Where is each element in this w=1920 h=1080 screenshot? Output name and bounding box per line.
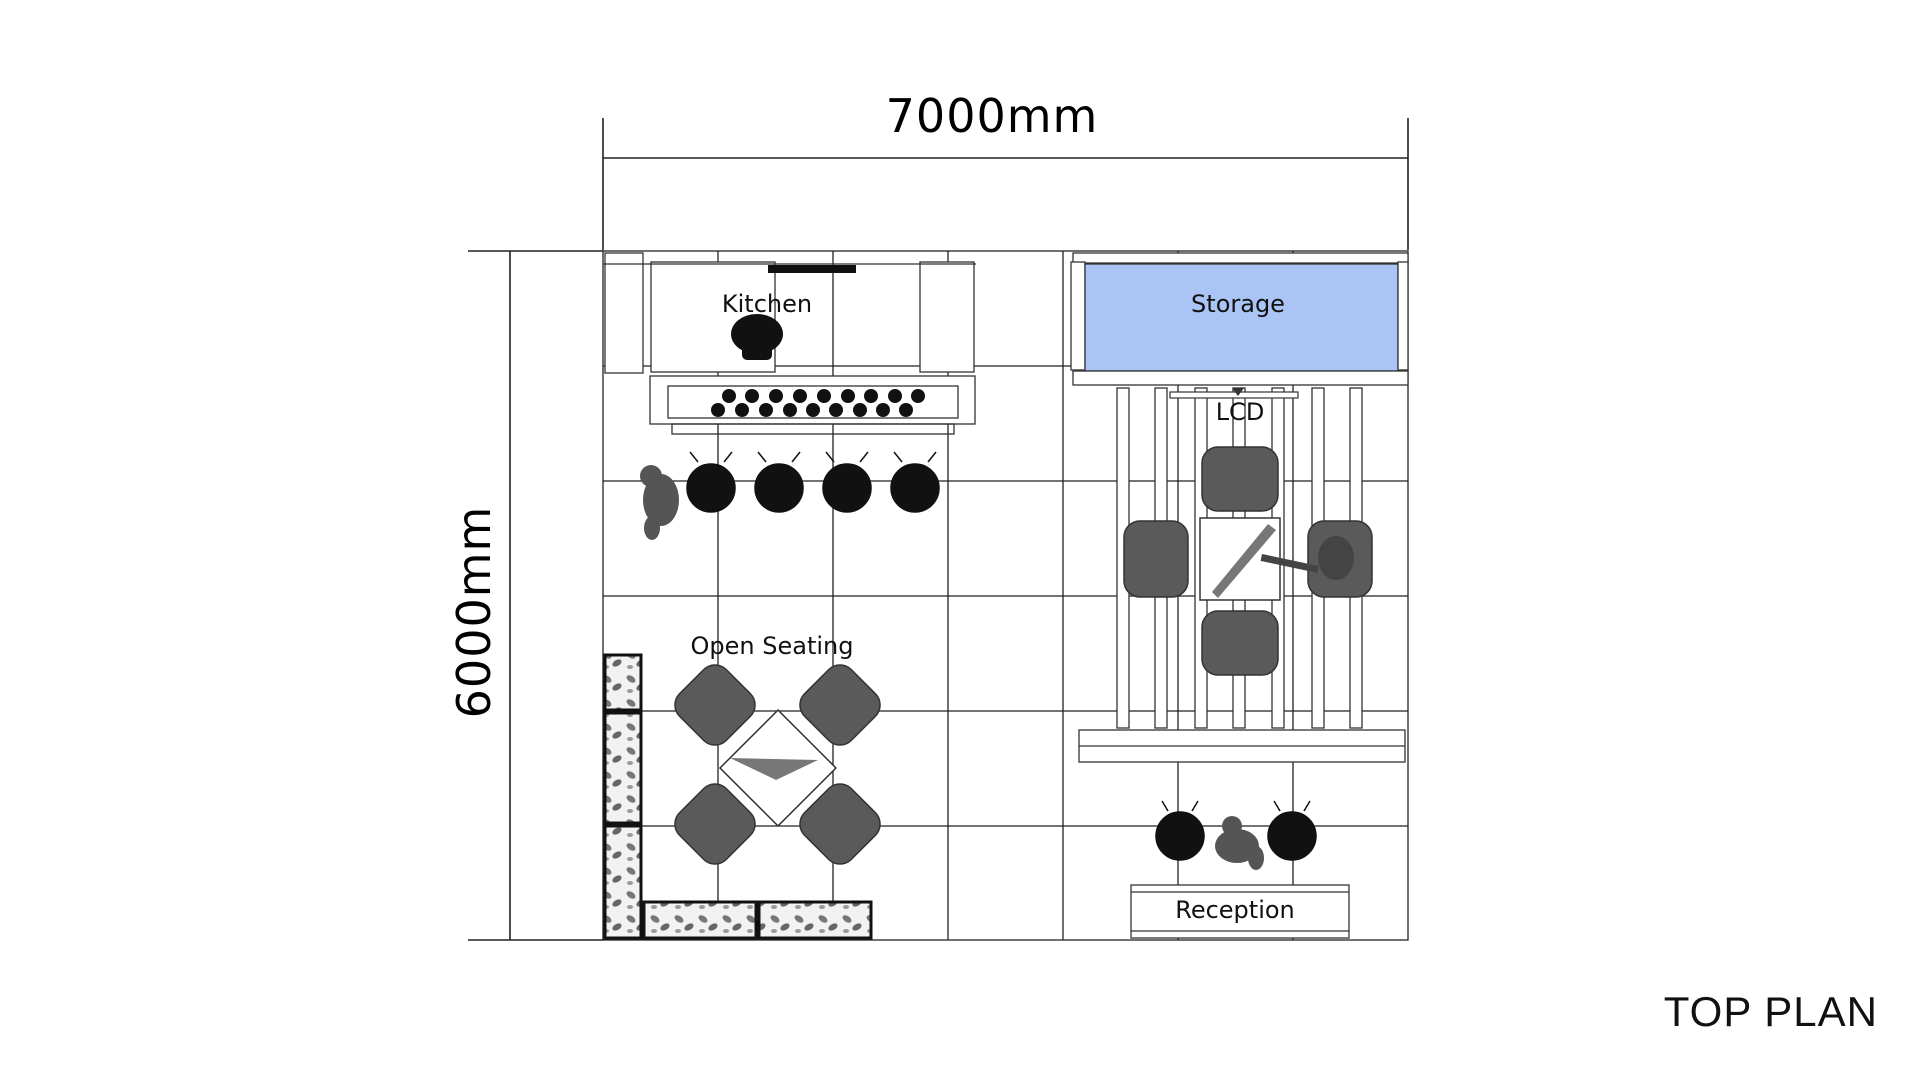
meeting-table: [1199, 517, 1281, 601]
width-dimension: [602, 118, 1409, 250]
width-dimension-label: 7000mm: [886, 89, 1099, 143]
lcd-label: LCD: [1216, 398, 1265, 426]
reception-label: Reception: [1175, 896, 1295, 924]
open-seating-table: [718, 708, 838, 828]
kitchen-appliance: [731, 314, 783, 360]
height-dimension-label: 6000mm: [447, 506, 501, 719]
bar-stools-row: [711, 389, 925, 417]
kitchen-label: Kitchen: [722, 290, 812, 318]
storage-label: Storage: [1191, 290, 1285, 318]
reception-stools: [1155, 800, 1317, 861]
open-seating-chairs: [674, 664, 881, 865]
meeting-chairs: [1123, 446, 1373, 676]
reception-desk: [1130, 884, 1350, 939]
reception-person: [1215, 816, 1264, 870]
planter-boxes: [603, 653, 873, 940]
counter-stools: [686, 451, 940, 513]
storage-room: [1070, 252, 1409, 386]
seated-person: [1260, 536, 1354, 580]
open-seating-label: Open Seating: [691, 632, 854, 660]
lcd-screen: [1169, 388, 1299, 399]
sheet-title: TOP PLAN: [1663, 988, 1878, 1035]
person-figure: [640, 465, 679, 540]
height-dimension: [468, 250, 603, 941]
